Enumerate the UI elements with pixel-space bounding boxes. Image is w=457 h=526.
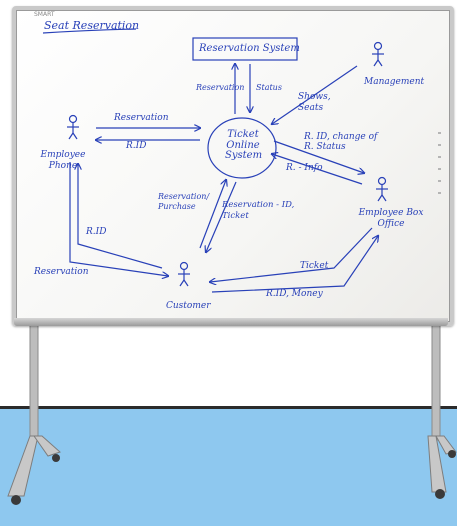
floor [0,408,457,526]
floor-edge [0,406,457,409]
actor-label-management: Management [364,77,425,87]
flow-label-customer-rid: R.ID [86,227,107,237]
pen-tray [14,318,448,326]
center-process-circle [207,117,277,179]
flow-label-rid-money: R.ID, Money [266,289,323,299]
flow-label-reservation-to-store: Reservation [196,83,245,92]
diagram-title: Seat Reservation [44,19,140,32]
flow-label-status: Status [256,83,282,92]
actor-label-customer: Customer [166,301,211,311]
flow-label-reservation-id-ticket: Reservation - ID, Ticket [222,200,295,222]
actor-label-employee-phone: Employee Phone [40,150,86,171]
whiteboard [12,6,454,326]
employee-box-office-actor-icon [376,176,388,202]
management-actor-icon [372,41,384,67]
flow-label-phone-reservation: Reservation [114,113,169,123]
data-store-label: Reservation System [199,43,300,54]
customer-actor-icon [178,261,190,287]
flow-label-rid-change-status: R. ID, change of R. Status [304,132,378,153]
flow-label-ticket: Ticket [300,261,329,271]
actor-label-employee-box-office: Employee Box Office [358,208,424,229]
flow-label-customer-reservation: Reservation [34,267,89,277]
flow-label-phone-rid: R.ID [126,141,147,151]
center-process-label: Ticket Online System [225,129,263,161]
board-indicator-dots [438,132,441,194]
flow-label-r-info: R. - Info [286,163,323,173]
board-brand-logo: SMART [34,11,55,18]
data-store-box [192,37,298,61]
flow-label-reservation-purchase: Reservation/ Purchase [158,192,210,211]
flow-label-shows-seats: Shows, Seats [298,92,331,113]
employee-phone-actor-icon [67,114,79,140]
